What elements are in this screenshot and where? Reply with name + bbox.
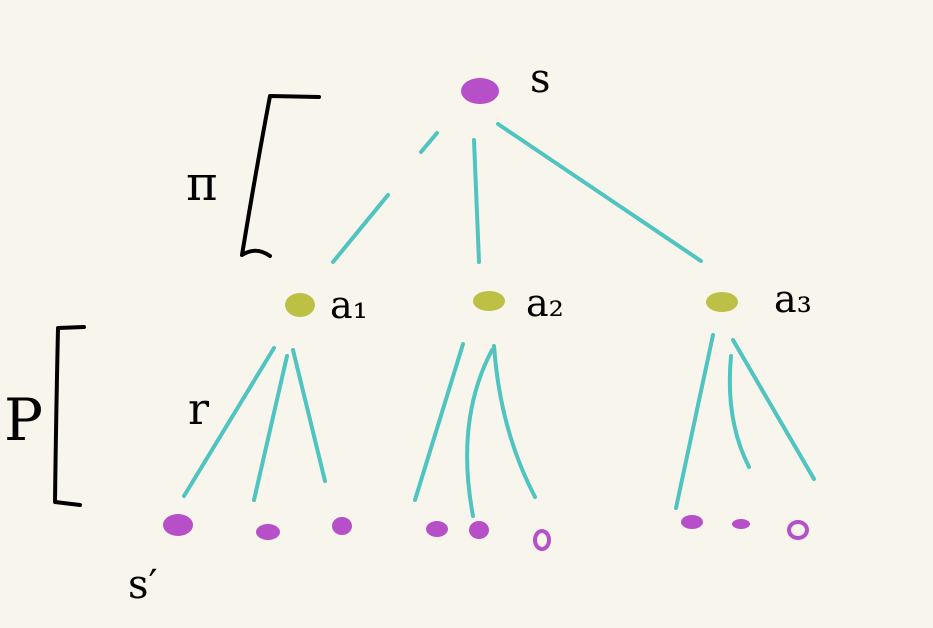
edge-a2-s2 (465, 348, 494, 518)
action-node-2 (473, 291, 505, 311)
next-state-node (256, 524, 280, 540)
edge-a1-s3 (291, 348, 327, 483)
action-node-3 (706, 292, 738, 312)
edge-a2-s1 (413, 342, 465, 502)
next-state-node (732, 519, 750, 529)
next-state-node (163, 514, 193, 536)
action-node-1 (285, 293, 315, 317)
next-state-node (787, 520, 809, 540)
edge-s-a2 (472, 138, 481, 264)
edge-a2-s3 (492, 344, 537, 499)
next-state-nodes (163, 514, 809, 551)
next-state-label: s′ (128, 562, 158, 608)
transition-bracket (53, 325, 86, 507)
next-state-node (469, 521, 489, 539)
root-state-label: s (530, 56, 551, 102)
action-nodes (285, 291, 738, 317)
root-edges (331, 122, 703, 264)
brackets (53, 94, 321, 507)
policy-label: π (186, 156, 218, 212)
transition-label: P (4, 386, 43, 454)
action-2-label: a₂ (526, 281, 564, 325)
edge-a1-s1 (182, 346, 276, 498)
reward-label: r (188, 384, 210, 435)
edge-a1-s2 (252, 354, 289, 502)
action-3-label: a₃ (774, 277, 812, 321)
edge-s-a1-upper (419, 131, 439, 154)
edge-a3-s3 (731, 338, 816, 481)
edge-s-a3 (496, 122, 703, 263)
action-1-label: a₁ (330, 283, 368, 327)
policy-bracket (240, 94, 321, 258)
edge-a3-s1 (674, 333, 715, 510)
action-edges (182, 333, 816, 518)
edge-a3-s2 (727, 354, 751, 469)
next-state-node (681, 515, 703, 529)
edge-s-a1 (331, 193, 390, 264)
root-state-node (461, 78, 499, 104)
next-state-node (426, 521, 448, 537)
next-state-node (533, 529, 551, 551)
next-state-node (332, 517, 352, 535)
